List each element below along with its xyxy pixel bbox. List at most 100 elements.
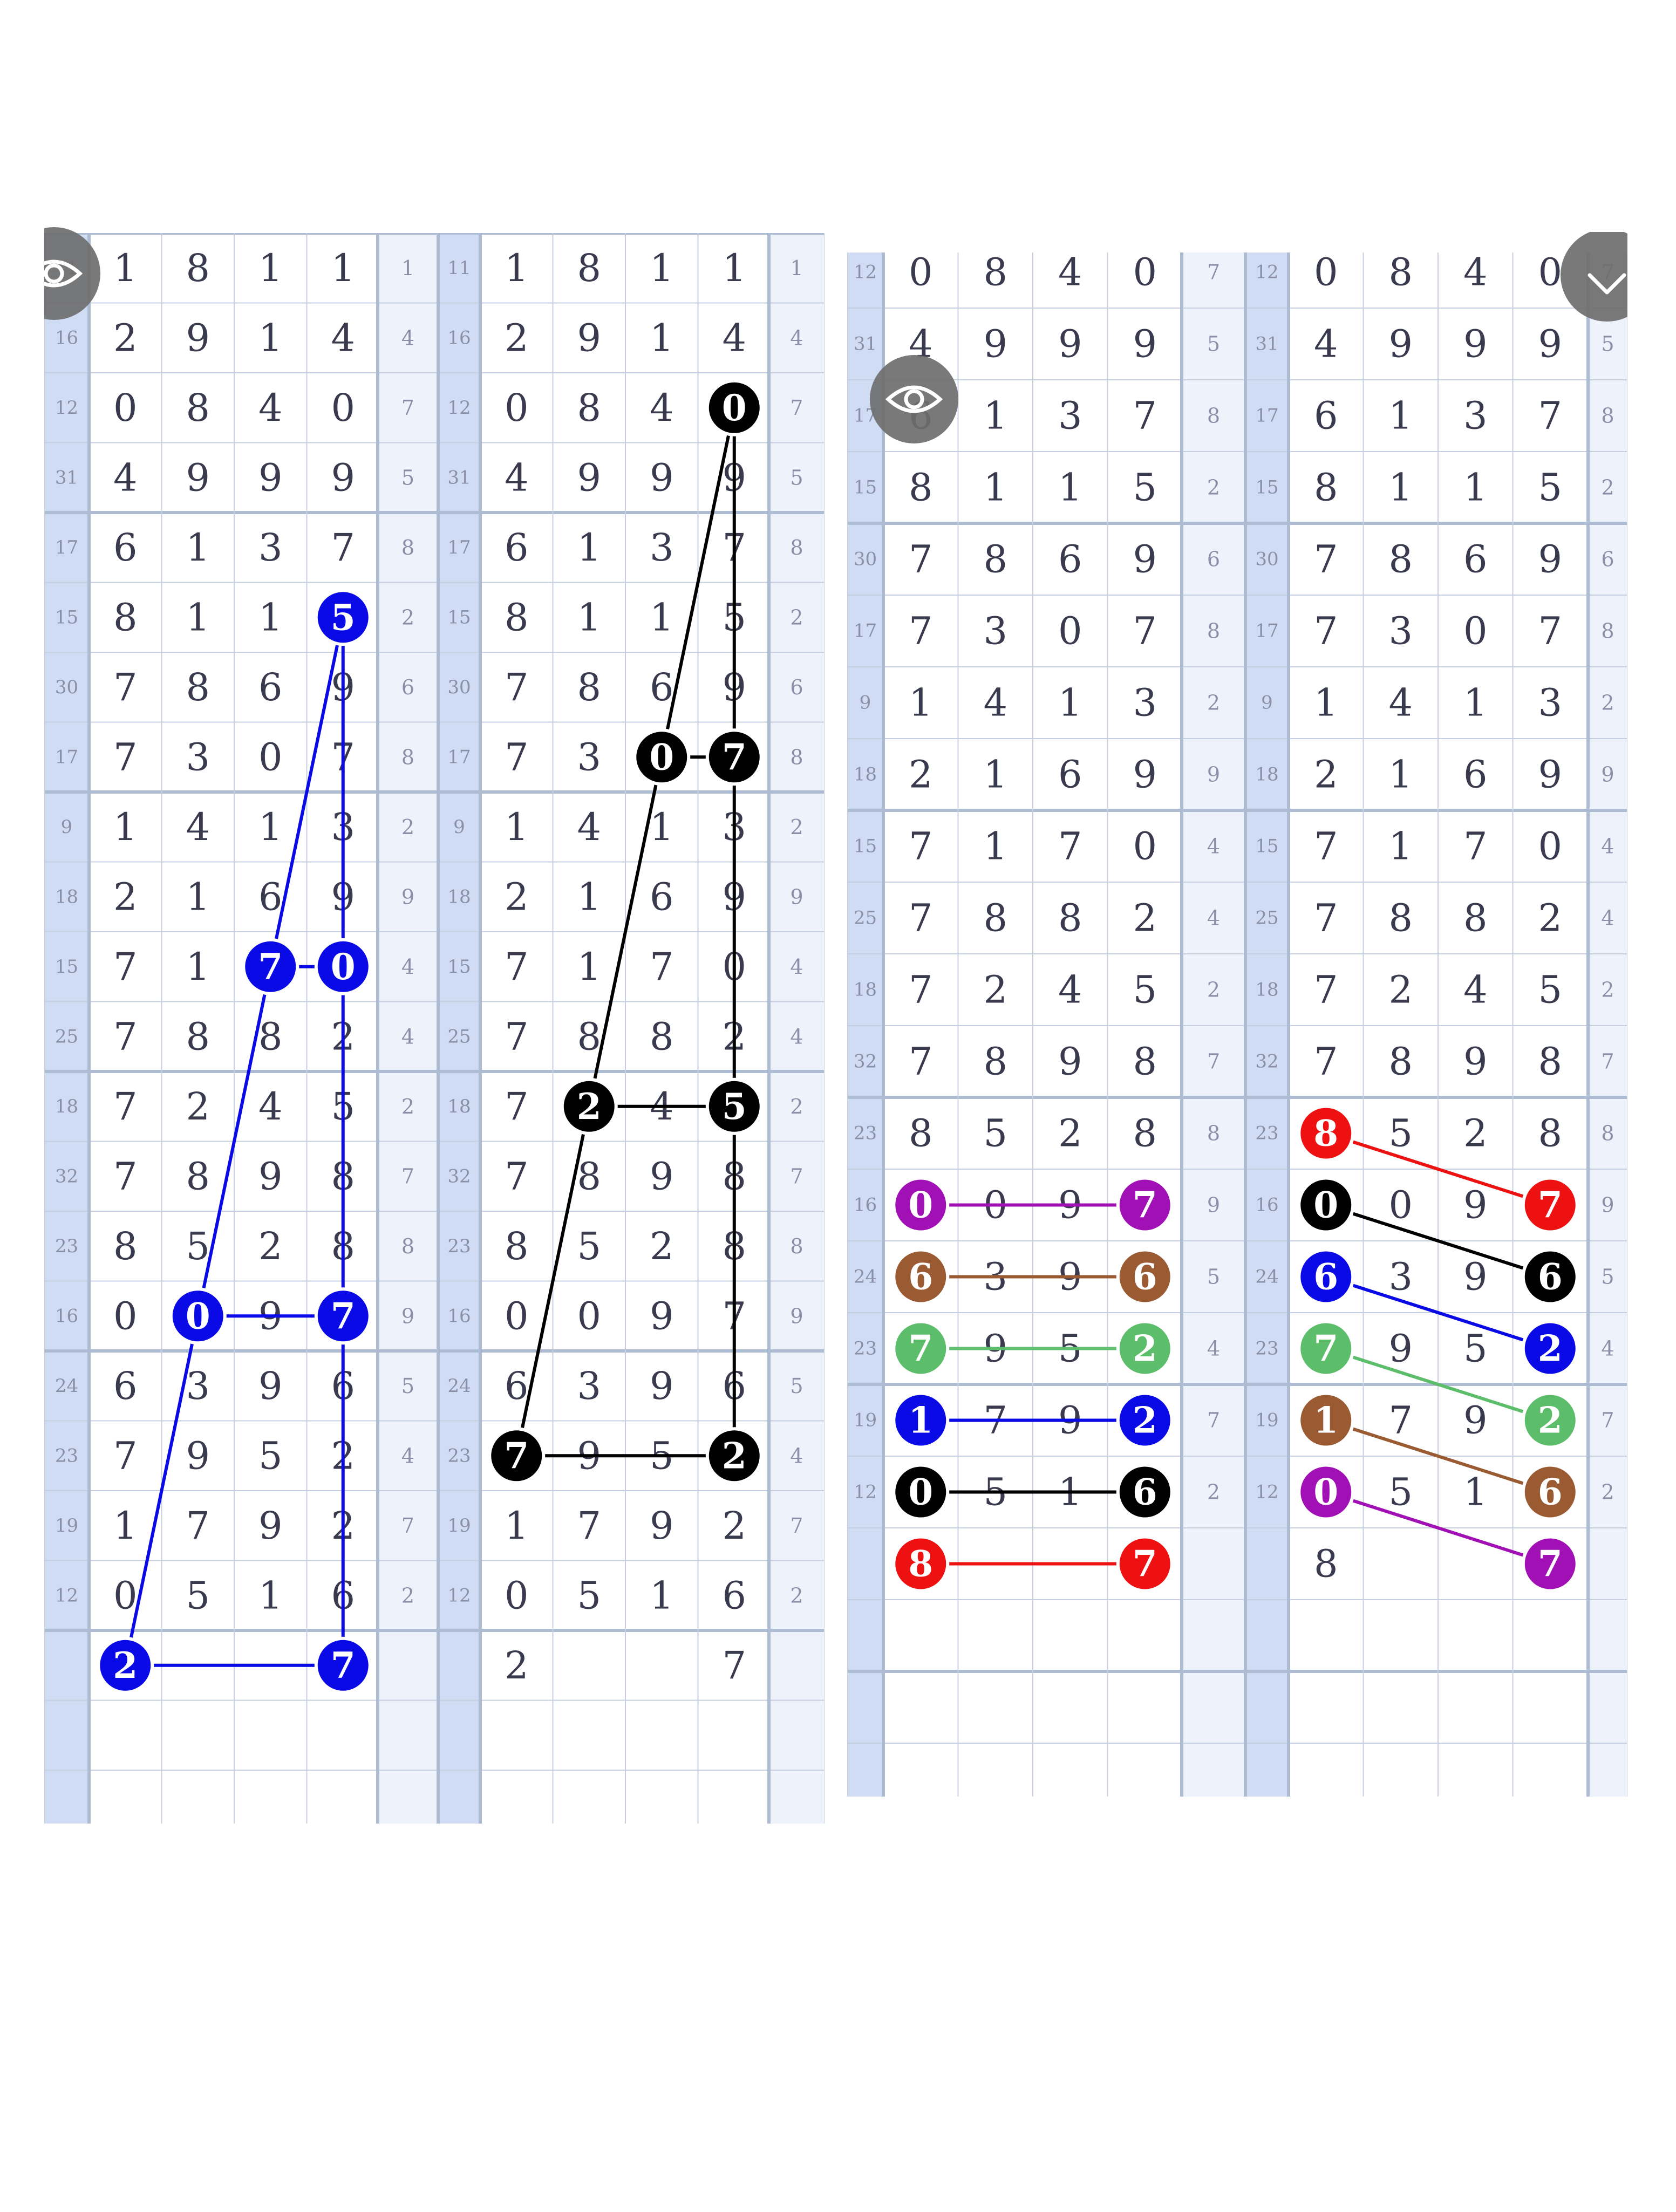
row-label: 12	[55, 397, 78, 419]
row-label: 9	[61, 816, 73, 838]
highlight-digit: 0	[908, 1184, 933, 1226]
row-extra-number: 4	[401, 326, 414, 350]
grid-digit: 0	[505, 1294, 529, 1338]
grid-digit: 7	[113, 665, 138, 709]
grid-digit: 7	[909, 537, 933, 582]
grid-digit: 6	[1058, 537, 1082, 582]
toggle-visibility-button[interactable]	[870, 355, 958, 443]
grid-digit: 1	[1463, 1470, 1488, 1514]
row-label: 19	[1255, 1410, 1278, 1431]
row-extra-number: 4	[1601, 1337, 1614, 1361]
highlight-digit: 8	[908, 1543, 933, 1585]
highlight-marker	[1521, 1248, 1579, 1306]
grid-digit: 8	[983, 250, 1007, 295]
grid-digit: 0	[577, 1294, 601, 1338]
grid-digit: 8	[983, 1040, 1007, 1084]
toggle-visibility-button[interactable]	[8, 227, 100, 320]
row-extra-number: 4	[401, 955, 414, 979]
row-extra-number: 6	[1601, 548, 1614, 571]
grid-digit: 8	[186, 665, 210, 709]
grid-digit: 0	[113, 1573, 138, 1617]
row-label: 15	[447, 956, 471, 978]
row-label: 17	[1255, 405, 1278, 427]
grid-digit: 8	[909, 466, 933, 510]
highlight-digit: 0	[1313, 1471, 1338, 1513]
column-strip	[378, 233, 438, 1824]
connector-line	[1325, 1347, 1551, 1422]
grid-digit: 2	[186, 1084, 210, 1129]
highlight-digit: 2	[1538, 1328, 1563, 1370]
row-extra-number: 7	[1207, 1409, 1220, 1432]
row-extra-number: 7	[790, 1514, 803, 1538]
highlight-digit: 0	[722, 387, 747, 429]
grid-digit: 8	[650, 1014, 674, 1059]
grid-digit: 5	[1133, 968, 1157, 1012]
connector-line	[515, 407, 736, 1456]
row-extra-number: 4	[790, 326, 803, 350]
grid-digit: 5	[1463, 1327, 1488, 1371]
grid-digit: 9	[1133, 753, 1157, 797]
grid-digit: 8	[186, 386, 210, 430]
highlight-digit: 0	[186, 1295, 210, 1337]
grid-digit: 8	[983, 537, 1007, 582]
grid-digit: 1	[1463, 466, 1488, 510]
highlight-digit: 7	[258, 946, 283, 988]
connector-line	[1325, 1275, 1551, 1350]
row-label: 18	[1255, 979, 1278, 1001]
grid-digit: 1	[983, 466, 1007, 510]
row-label: 18	[854, 979, 877, 1001]
connector-line	[1325, 1418, 1551, 1494]
row-extra-number: 8	[401, 1234, 414, 1258]
grid-digit: 1	[650, 246, 674, 290]
row-label: 24	[1255, 1266, 1278, 1288]
grid-digit: 4	[113, 455, 138, 500]
grid-digit: 2	[113, 875, 138, 919]
grid-digit: 1	[650, 1573, 674, 1617]
grid-digit: 0	[1538, 824, 1562, 869]
row-label: 24	[854, 1266, 877, 1288]
row-extra-number: 2	[790, 815, 803, 839]
grid-digit: 8	[1314, 1542, 1338, 1586]
grid-digit: 0	[331, 386, 355, 430]
grid-digit: 0	[909, 250, 933, 295]
row-label: 11	[447, 257, 471, 279]
row-label: 12	[447, 1585, 471, 1606]
row-extra-number: 5	[401, 1374, 414, 1398]
grid-digit: 9	[650, 455, 674, 500]
row-extra-number: 4	[401, 1025, 414, 1048]
grid-digit: 1	[1463, 681, 1488, 725]
highlight-marker	[314, 938, 372, 995]
highlight-marker	[97, 1636, 154, 1694]
grid-digit: 7	[505, 1014, 529, 1059]
column-strip	[1245, 252, 1289, 1797]
column-strip	[1588, 252, 1627, 1797]
highlight-marker	[892, 1248, 950, 1306]
grid-digit: 5	[983, 1111, 1007, 1156]
row-extra-number: 5	[1601, 1265, 1614, 1289]
row-label: 12	[55, 1585, 78, 1606]
grid-digit: 1	[1314, 681, 1338, 725]
grid-digit: 7	[505, 1154, 529, 1198]
row-extra-number: 7	[401, 396, 414, 420]
row-label: 15	[1255, 477, 1278, 499]
connector-line	[124, 617, 345, 1666]
collapse-button[interactable]	[1561, 229, 1653, 322]
grid-digit: 6	[113, 525, 138, 570]
row-label: 16	[1255, 1194, 1278, 1216]
grid-digit: 9	[331, 455, 355, 500]
grid-digit: 1	[505, 1504, 529, 1548]
grid-digit: 7	[505, 1084, 529, 1129]
grid-digit: 3	[1538, 681, 1562, 725]
grid-digit: 1	[577, 875, 601, 919]
row-extra-number: 8	[790, 536, 803, 559]
grid-digit: 2	[1314, 753, 1338, 797]
row-label: 32	[854, 1051, 877, 1073]
grid-digit: 1	[258, 595, 283, 639]
grid-digit: 1	[505, 805, 529, 849]
grid-digit: 5	[186, 1224, 210, 1268]
highlight-marker	[1521, 1320, 1579, 1377]
column-strip	[438, 233, 480, 1824]
row-label: 16	[854, 1194, 877, 1216]
grid-digit: 1	[1388, 753, 1413, 797]
